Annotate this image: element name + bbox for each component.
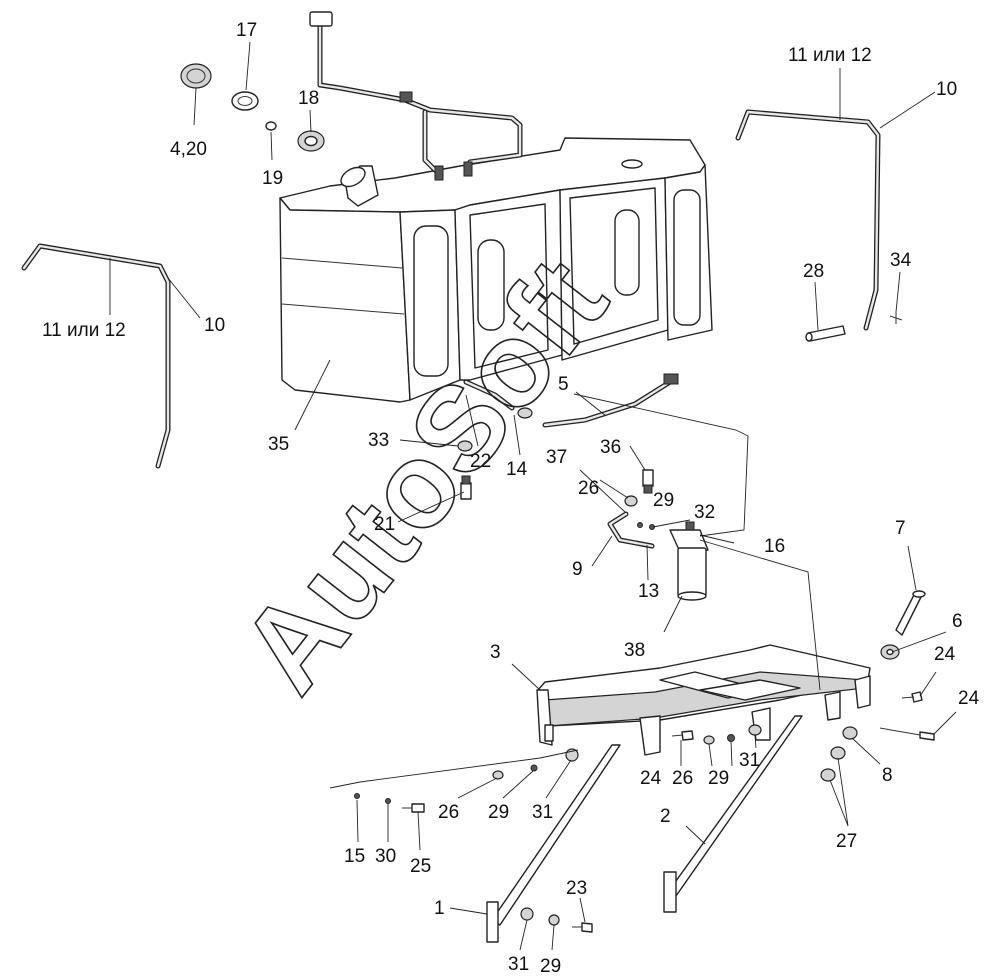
washer-6 xyxy=(880,644,900,660)
hose-9 xyxy=(607,511,655,549)
filler-neck xyxy=(340,165,379,207)
callout-9: 9 xyxy=(572,559,583,580)
nut-26-left xyxy=(492,770,504,780)
callout-36: 36 xyxy=(600,437,621,458)
callout-23: 23 xyxy=(566,878,587,899)
callout-26-left: 26 xyxy=(438,802,459,823)
callout-32: 32 xyxy=(694,502,715,523)
callout-29-center: 29 xyxy=(708,768,729,789)
washer-14 xyxy=(517,407,533,419)
nut-29-bottom xyxy=(548,914,560,926)
fuel-filter xyxy=(669,521,709,601)
bolt-25 xyxy=(402,803,425,813)
nut-26 xyxy=(624,495,638,507)
callout-30: 30 xyxy=(375,846,396,867)
tank-strap-left xyxy=(21,243,171,469)
callout-22: 22 xyxy=(470,451,491,472)
bolt-24-right xyxy=(879,727,935,741)
callout-29-bottom: 29 xyxy=(540,956,561,976)
callout-3: 3 xyxy=(490,642,501,663)
callout-38: 38 xyxy=(624,640,645,661)
callout-4-20: 4,20 xyxy=(170,139,207,160)
callout-26-center: 26 xyxy=(672,768,693,789)
cap-ring xyxy=(231,91,259,111)
bolt-7 xyxy=(895,590,926,636)
fuel-hose-5 xyxy=(542,373,679,428)
callout-10-right: 10 xyxy=(936,79,957,100)
callout-29-a: 29 xyxy=(653,490,674,511)
callout-24-right: 24 xyxy=(958,688,980,709)
washer-31-center xyxy=(748,724,762,736)
callout-5: 5 xyxy=(558,374,569,395)
leader-lines xyxy=(109,41,957,951)
callout-35: 35 xyxy=(268,434,289,455)
nut-8 xyxy=(842,726,858,740)
callout-31-center: 31 xyxy=(739,750,760,771)
washer-31-bottom xyxy=(520,907,534,921)
cotter-pin xyxy=(889,312,903,324)
tank-strap-right xyxy=(735,109,881,331)
callout-18: 18 xyxy=(298,88,319,109)
callout-26-a: 26 xyxy=(578,478,599,499)
callout-17: 17 xyxy=(236,20,257,41)
callout-11-12-left: 11 или 12 xyxy=(42,320,126,341)
fitting-36 xyxy=(642,469,654,494)
strap-pin xyxy=(805,325,846,342)
callout-24-center: 24 xyxy=(640,768,662,789)
nut-27b xyxy=(820,768,836,782)
callout-6: 6 xyxy=(952,611,963,632)
callout-21: 21 xyxy=(374,514,395,535)
callout-11-12-right: 11 или 12 xyxy=(788,45,872,66)
callout-15: 15 xyxy=(344,846,365,867)
bolt-24-center xyxy=(671,730,694,741)
nut-26-center xyxy=(703,735,715,745)
o-ring xyxy=(265,121,277,131)
washer-15 xyxy=(354,793,360,799)
callout-7: 7 xyxy=(895,518,906,539)
nut-27a xyxy=(830,746,846,760)
callout-1: 1 xyxy=(434,898,445,919)
callout-14: 14 xyxy=(506,459,528,480)
callout-31-left: 31 xyxy=(532,802,553,823)
callout-13: 13 xyxy=(638,581,659,602)
callout-37: 37 xyxy=(546,447,567,468)
callout-29-left: 29 xyxy=(488,802,509,823)
callout-24-upper: 24 xyxy=(934,644,956,665)
drain-valve-21 xyxy=(460,475,472,500)
breather-pipe xyxy=(309,11,523,181)
callout-33: 33 xyxy=(368,430,389,451)
callout-labels: 17 18 4,20 19 11 или 12 10 11 или 12 10 … xyxy=(42,20,980,976)
washer-29-left xyxy=(530,764,538,772)
washer-29-center xyxy=(727,734,735,742)
callout-16: 16 xyxy=(764,536,785,557)
callout-2: 2 xyxy=(660,806,671,827)
mounting-frame xyxy=(536,644,871,756)
callout-27: 27 xyxy=(836,831,857,852)
strut-2 xyxy=(663,715,803,913)
callout-8: 8 xyxy=(882,765,893,786)
callout-31-bottom: 31 xyxy=(508,954,529,975)
bolt-24-upper xyxy=(901,691,923,703)
tank-cap xyxy=(180,63,212,89)
fuel-hose-22 xyxy=(463,379,515,411)
callout-25: 25 xyxy=(410,856,431,877)
seal-ring-32a xyxy=(637,522,643,528)
fuel-tank xyxy=(279,137,713,403)
neck-seal xyxy=(297,130,325,152)
callout-28: 28 xyxy=(803,261,824,282)
strut-1 xyxy=(486,744,621,943)
callout-10-left: 10 xyxy=(204,315,225,336)
callout-34: 34 xyxy=(890,250,912,271)
washer-30 xyxy=(385,798,391,804)
bolt-23 xyxy=(572,922,593,933)
callout-19: 19 xyxy=(262,168,283,189)
